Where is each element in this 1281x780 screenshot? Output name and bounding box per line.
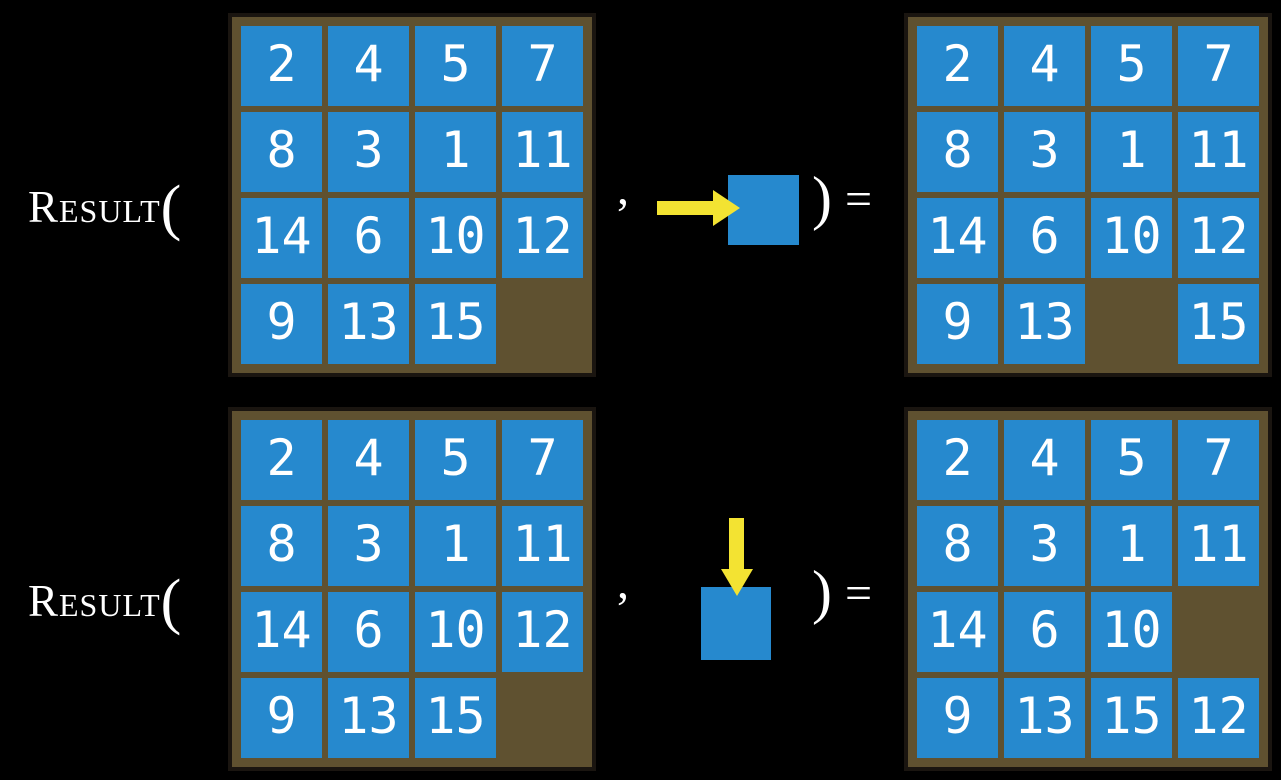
puzzle-tile: 7	[1178, 420, 1259, 500]
puzzle-tile: 8	[917, 112, 998, 192]
puzzle-tile: 4	[328, 420, 409, 500]
puzzle-tile: 14	[241, 592, 322, 672]
puzzle-tile: 3	[1004, 506, 1085, 586]
puzzle-tile: 2	[241, 420, 322, 500]
blank-tile-square	[701, 587, 771, 660]
puzzle-tile: 12	[1178, 198, 1259, 278]
puzzle-tile: 15	[415, 678, 496, 758]
function-name: Result	[28, 182, 161, 232]
puzzle-tile: 15	[1178, 284, 1259, 364]
result-function-label: Result(	[28, 171, 181, 239]
blank-cell	[502, 678, 583, 758]
puzzle-tile: 6	[328, 198, 409, 278]
comma-separator: ,	[617, 556, 629, 609]
puzzle-tile: 12	[1178, 678, 1259, 758]
puzzle-tile: 5	[415, 420, 496, 500]
puzzle-tile: 6	[1004, 592, 1085, 672]
down-arrow-head-icon	[721, 569, 753, 596]
puzzle-tile: 5	[1091, 420, 1172, 500]
puzzle-tile: 4	[1004, 420, 1085, 500]
puzzle-tile: 13	[328, 678, 409, 758]
right-arrow-head-icon	[713, 190, 740, 226]
puzzle-tile: 15	[415, 284, 496, 364]
puzzle-tile: 13	[1004, 284, 1085, 364]
puzzle-tile: 7	[502, 420, 583, 500]
puzzle-tile: 14	[917, 592, 998, 672]
puzzle-tile: 6	[328, 592, 409, 672]
puzzle-tile: 8	[917, 506, 998, 586]
down-arrow-icon	[729, 518, 744, 571]
puzzle-tile: 3	[328, 112, 409, 192]
puzzle-tile: 10	[415, 198, 496, 278]
function-name: Result	[28, 576, 161, 626]
puzzle-tile: 4	[1004, 26, 1085, 106]
puzzle-tile: 11	[502, 112, 583, 192]
puzzle-tile: 10	[1091, 592, 1172, 672]
puzzle-tile: 7	[1178, 26, 1259, 106]
puzzle-tile: 9	[241, 678, 322, 758]
puzzle-tile: 3	[1004, 112, 1085, 192]
close-paren: )	[812, 165, 832, 231]
puzzle-tile: 2	[241, 26, 322, 106]
right-arrow-icon	[657, 201, 715, 215]
puzzle-tile: 8	[241, 112, 322, 192]
puzzle-tile: 2	[917, 26, 998, 106]
puzzle-tile: 11	[502, 506, 583, 586]
puzzle-tile: 1	[415, 506, 496, 586]
puzzle-tile: 1	[415, 112, 496, 192]
puzzle-tile: 13	[1004, 678, 1085, 758]
puzzle-tile: 10	[1091, 198, 1172, 278]
puzzle-tile: 3	[328, 506, 409, 586]
puzzle-tile: 4	[328, 26, 409, 106]
result-function-label: Result(	[28, 565, 181, 633]
puzzle-tile: 15	[1091, 678, 1172, 758]
puzzle-tile: 5	[415, 26, 496, 106]
puzzle-tile: 9	[241, 284, 322, 364]
puzzle-tile: 14	[241, 198, 322, 278]
open-paren: (	[160, 174, 182, 242]
close-paren: )	[812, 559, 832, 625]
puzzle-tile: 11	[1178, 112, 1259, 192]
puzzle-tile: 1	[1091, 112, 1172, 192]
equals-sign: =	[845, 567, 873, 620]
puzzle-tile: 7	[502, 26, 583, 106]
puzzle-tile: 5	[1091, 26, 1172, 106]
blank-cell	[1091, 284, 1172, 364]
puzzle-tile: 8	[241, 506, 322, 586]
blank-cell	[1178, 592, 1259, 672]
puzzle-tile: 9	[917, 284, 998, 364]
puzzle-tile: 10	[415, 592, 496, 672]
puzzle-tile: 14	[917, 198, 998, 278]
puzzle-tile: 9	[917, 678, 998, 758]
puzzle-tile: 13	[328, 284, 409, 364]
puzzle-tile: 12	[502, 592, 583, 672]
blank-cell	[502, 284, 583, 364]
puzzle-tile: 2	[917, 420, 998, 500]
equals-sign: =	[845, 173, 873, 226]
puzzle-tile: 6	[1004, 198, 1085, 278]
comma-separator: ,	[617, 162, 629, 215]
puzzle-tile: 11	[1178, 506, 1259, 586]
puzzle-tile: 1	[1091, 506, 1172, 586]
puzzle-tile: 12	[502, 198, 583, 278]
open-paren: (	[160, 568, 182, 636]
